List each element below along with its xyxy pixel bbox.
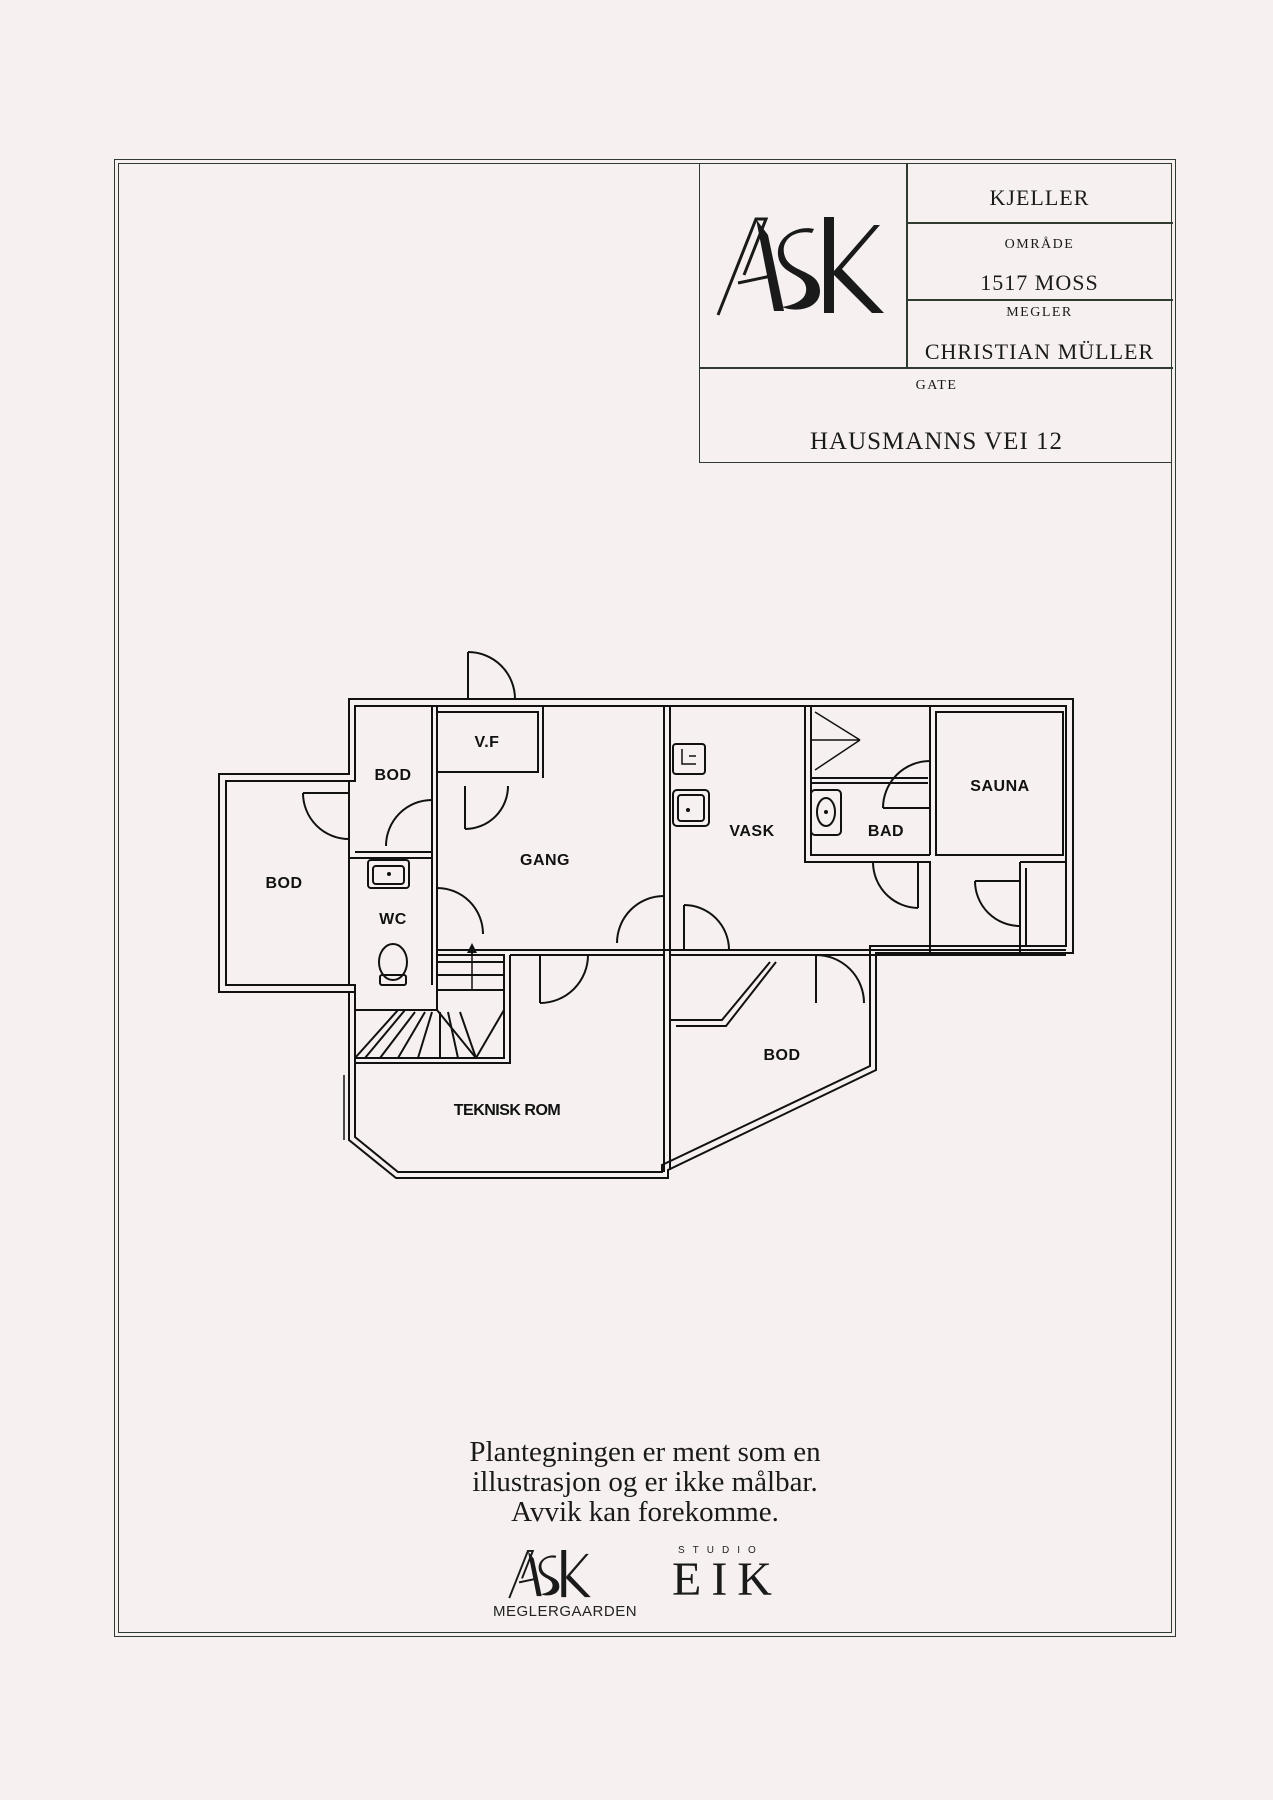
disclaimer-line: Plantegningen er ment som en [469,1436,821,1468]
room-label-vask: VASK [729,823,774,840]
outer-wall [218,698,1074,1179]
footer-studio-label: STUDIO [678,1545,764,1556]
room-label-gang: GANG [520,852,570,869]
footer-ask-subtitle: MEGLERGAARDEN [493,1603,638,1620]
room-label-bod-left: BOD [265,875,302,892]
area-label: OMRÅDE [1004,237,1075,252]
title-divider-vertical [906,163,908,368]
disclaimer-line: illustrasjon og er ikke målbar. [472,1466,818,1498]
agent-label: MEGLER [1006,305,1073,320]
room-label-bod-right: BOD [763,1047,800,1064]
page-frame-outer [114,159,1176,1637]
street-value: HAUSMANNS VEI 12 [809,428,1064,455]
agent-value: CHRISTIAN MÜLLER [924,339,1155,364]
area-value: 1517 MOSS [980,270,1099,295]
disclaimer-line: Avvik kan forekomme. [511,1496,779,1528]
title-divider [906,222,1173,224]
street-label: GATE [915,378,958,393]
room-label-bod-small: BOD [374,767,411,784]
footer-ask-logo [508,1549,591,1599]
floor-name: KJELLER [989,185,1090,210]
title-divider [700,367,1173,369]
ask-logo [716,217,884,316]
room-label-teknisk-rom: TEKNISK ROM [454,1102,561,1119]
room-label-vf: V.F [475,734,500,751]
room-label-wc: WC [379,911,407,928]
room-label-bad: BAD [868,823,904,840]
title-block: KJELLER OMRÅDE 1517 MOSS MEGLER CHRISTIA… [699,163,1173,463]
disclaimer: Plantegningen er ment som en illustrasjo… [380,1437,910,1527]
room-label-sauna: SAUNA [970,778,1029,795]
outer-wall-inner [225,705,1067,1173]
title-divider [906,299,1173,301]
page-frame-inner [118,163,1172,1633]
footer-eik-logo: EIK [672,1553,782,1606]
